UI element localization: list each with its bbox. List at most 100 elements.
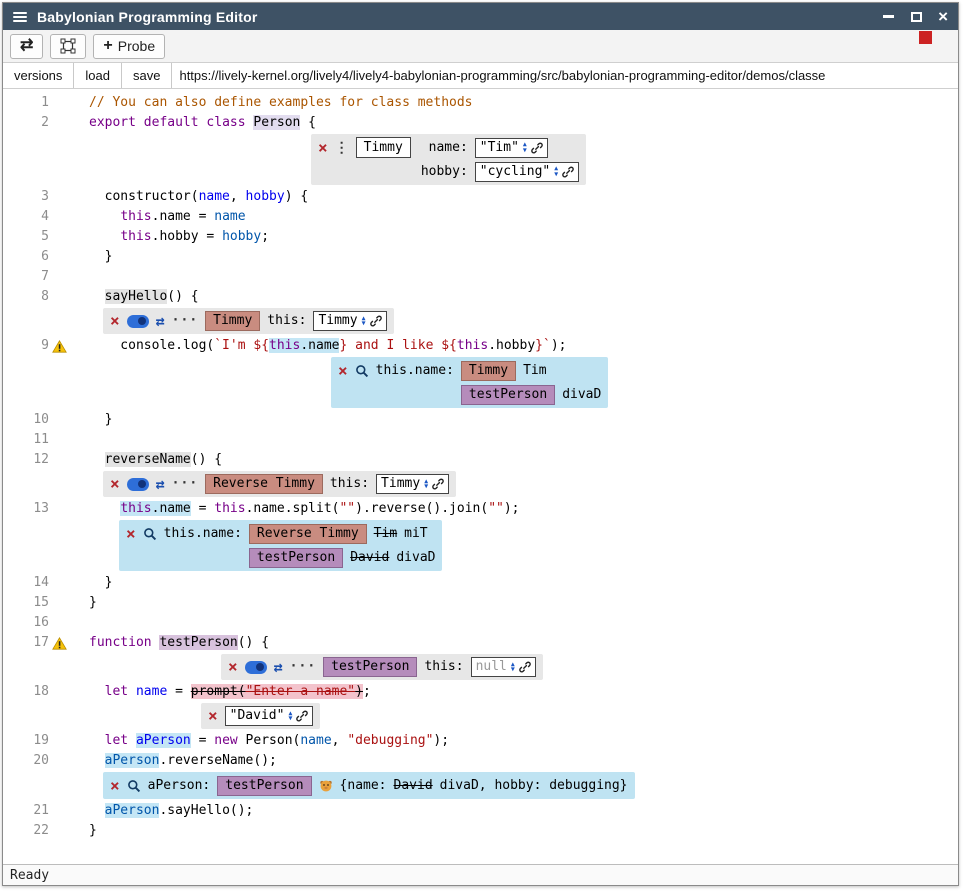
stepper-icon[interactable]: ▲▼: [554, 164, 559, 178]
url-field[interactable]: https://lively-kernel.org/lively4/lively…: [179, 68, 826, 83]
code-text[interactable]: sayHello() {: [69, 287, 958, 307]
load-button[interactable]: load: [74, 63, 122, 88]
line-gutter[interactable]: 5: [3, 227, 69, 247]
code-text[interactable]: this.hobby = hobby;: [69, 227, 958, 247]
code-text[interactable]: }: [69, 573, 958, 593]
select-region-button[interactable]: [50, 33, 87, 59]
stepper-icon[interactable]: ▲▼: [510, 659, 515, 673]
line-gutter[interactable]: 6: [3, 247, 69, 267]
line-gutter[interactable]: 4: [3, 207, 69, 227]
more-options-icon[interactable]: ···: [171, 476, 199, 491]
example-name-input[interactable]: Timmy: [355, 137, 411, 158]
example-badge[interactable]: Timmy: [205, 311, 261, 331]
line-gutter[interactable]: 2: [3, 113, 69, 133]
swap-example-icon[interactable]: ⇄: [155, 312, 165, 330]
more-options-icon[interactable]: ···: [171, 313, 199, 328]
line-gutter[interactable]: 16: [3, 613, 69, 633]
activate-toggle[interactable]: [244, 660, 267, 674]
value-input[interactable]: null▲▼: [470, 657, 536, 677]
stepper-icon[interactable]: ▲▼: [361, 313, 366, 327]
code-text[interactable]: [69, 267, 958, 287]
minimize-button[interactable]: [882, 11, 894, 23]
example-badge[interactable]: Reverse Timmy: [248, 523, 367, 544]
code-text[interactable]: constructor(name, hobby) {: [69, 187, 958, 207]
swap-example-icon[interactable]: ⇄: [155, 475, 165, 493]
line-gutter[interactable]: 21: [3, 801, 69, 821]
line-gutter[interactable]: 13: [3, 499, 69, 519]
line-gutter[interactable]: 22: [3, 821, 69, 841]
code-text[interactable]: [69, 613, 958, 633]
link-icon[interactable]: [519, 661, 531, 673]
code-text[interactable]: reverseName() {: [69, 450, 958, 470]
code-text[interactable]: this.name = this.name.split("").reverse(…: [69, 499, 958, 519]
code-text[interactable]: function testPerson() {: [69, 633, 958, 653]
line-gutter[interactable]: 3: [3, 187, 69, 207]
activate-toggle[interactable]: [126, 314, 149, 328]
stepper-icon[interactable]: ▲▼: [288, 708, 293, 722]
code-text[interactable]: aPerson.sayHello();: [69, 801, 958, 821]
line-gutter[interactable]: 18: [3, 682, 69, 702]
value-input[interactable]: "David"▲▼: [224, 706, 314, 726]
close-widget-button[interactable]: ×: [110, 311, 120, 330]
save-button[interactable]: save: [122, 63, 173, 88]
versions-button[interactable]: versions: [3, 63, 75, 88]
example-badge[interactable]: Reverse Timmy: [205, 474, 323, 494]
value-input[interactable]: "cycling"▲▼: [474, 161, 580, 182]
example-badge[interactable]: testPerson: [217, 775, 312, 796]
value-input[interactable]: Timmy▲▼: [376, 474, 450, 494]
code-text[interactable]: let aPerson = new Person(name, "debuggin…: [69, 731, 958, 751]
code-text[interactable]: this.name = name: [69, 207, 958, 227]
example-badge[interactable]: testPerson: [248, 547, 344, 568]
link-icon[interactable]: [296, 710, 309, 722]
code-text[interactable]: export default class Person {: [69, 113, 958, 133]
code-text[interactable]: }: [69, 410, 958, 430]
maximize-button[interactable]: [910, 11, 922, 23]
close-widget-button[interactable]: ×: [110, 775, 120, 795]
hamburger-menu-icon[interactable]: [13, 11, 27, 22]
link-icon[interactable]: [531, 142, 543, 154]
close-widget-button[interactable]: ×: [228, 657, 238, 676]
value-input[interactable]: Timmy▲▼: [313, 311, 387, 331]
example-badge[interactable]: testPerson: [460, 384, 556, 405]
activate-toggle[interactable]: [126, 477, 149, 491]
line-gutter[interactable]: 14: [3, 573, 69, 593]
code-text[interactable]: }: [69, 593, 958, 613]
code-text[interactable]: let name = prompt("Enter a name");: [69, 682, 958, 702]
code-text[interactable]: // You can also define examples for clas…: [69, 93, 958, 113]
stepper-icon[interactable]: ▲▼: [424, 476, 429, 490]
code-text[interactable]: }: [69, 821, 958, 841]
close-button[interactable]: ×: [938, 6, 948, 26]
example-badge[interactable]: Timmy: [460, 360, 517, 381]
line-gutter[interactable]: 1: [3, 93, 69, 113]
example-badge[interactable]: testPerson: [323, 657, 418, 677]
line-gutter[interactable]: 17: [3, 633, 69, 653]
line-gutter[interactable]: 10: [3, 410, 69, 430]
line-gutter[interactable]: 15: [3, 593, 69, 613]
code-text[interactable]: aPerson.reverseName();: [69, 751, 958, 771]
code-editor[interactable]: 1// You can also define examples for cla…: [3, 89, 958, 864]
link-icon[interactable]: [562, 166, 574, 178]
close-widget-button[interactable]: ×: [126, 523, 136, 543]
line-gutter[interactable]: 8: [3, 287, 69, 307]
line-gutter[interactable]: 19: [3, 731, 69, 751]
add-probe-button[interactable]: + Probe: [93, 33, 166, 59]
code-text[interactable]: console.log(`I'm ${this.name} and I like…: [69, 336, 958, 356]
inline-widget[interactable]: × "David"▲▼: [201, 703, 321, 729]
code-text[interactable]: }: [69, 247, 958, 267]
swap-example-icon[interactable]: ⇄: [273, 658, 283, 676]
close-widget-button[interactable]: ×: [110, 474, 120, 493]
code-text[interactable]: [69, 430, 958, 450]
drag-handle-icon[interactable]: ⋮: [334, 139, 349, 156]
line-gutter[interactable]: 11: [3, 430, 69, 450]
close-widget-button[interactable]: ×: [208, 706, 218, 725]
link-icon[interactable]: [369, 315, 382, 327]
line-gutter[interactable]: 9: [3, 336, 69, 356]
title-bar[interactable]: Babylonian Programming Editor ×: [3, 3, 958, 30]
